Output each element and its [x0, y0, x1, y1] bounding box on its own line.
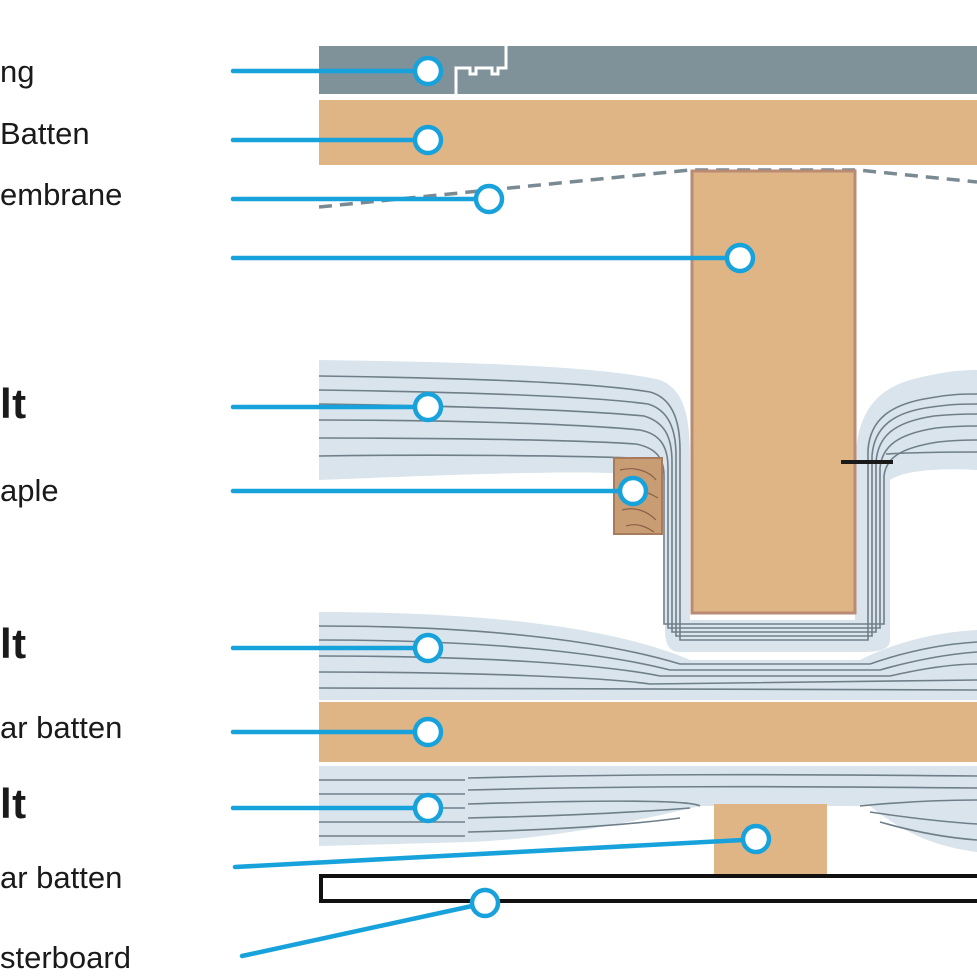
label-quilt-top: lt	[0, 380, 27, 427]
pointer-quilt-top	[412, 391, 444, 423]
label-quilt-bottom: lt	[0, 780, 27, 827]
leader-plasterboard	[239, 903, 475, 959]
pointer-cladding	[412, 55, 444, 87]
leader-lines	[230, 55, 772, 959]
pointer-rafter	[724, 242, 756, 274]
pointer-quilt-bottom	[412, 792, 444, 824]
label-membrane: embrane	[0, 177, 123, 212]
label-quilt-middle: lt	[0, 620, 27, 667]
rafter	[690, 169, 857, 615]
label-staple: aple	[0, 473, 59, 508]
label-plasterboard: sterboard	[0, 940, 131, 975]
pointer-counter-batten-lower	[740, 823, 772, 855]
label-counter-batten-lower: ar batten	[0, 860, 123, 895]
leader-counter-batten-lower	[232, 837, 746, 870]
plasterboard	[319, 874, 977, 903]
breather-membrane	[318, 168, 977, 209]
pointer-counter-batten-upper	[412, 716, 444, 748]
pointer-staple	[617, 475, 649, 507]
insulation-quilt-bottom	[319, 766, 977, 852]
label-counter-batten-upper: ar batten	[0, 710, 123, 745]
pointer-membrane	[473, 183, 505, 215]
insulation-quilt-top	[318, 360, 977, 652]
pointer-plasterboard	[469, 887, 501, 919]
label-cladding: ng	[0, 54, 35, 89]
label-batten: Batten	[0, 116, 90, 151]
pointer-quilt-middle	[412, 632, 444, 664]
pointer-batten	[412, 124, 444, 156]
